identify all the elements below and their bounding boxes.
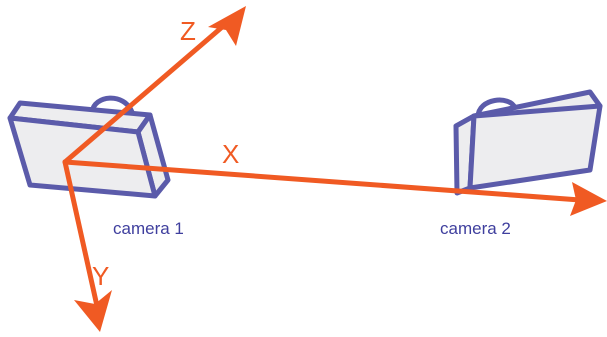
camera-1-front-face (7, 115, 158, 199)
axes: Z X Y (62, 6, 607, 332)
camera-1 (7, 95, 171, 199)
z-axis-line (62, 19, 231, 165)
camera-2 (453, 89, 603, 196)
y-axis-label: Y (92, 261, 109, 291)
camera-2-handle (475, 97, 518, 118)
camera-2-front-face (467, 103, 603, 191)
camera-2-label: camera 2 (440, 219, 511, 238)
y-axis-arrowhead (74, 290, 112, 332)
x-axis-label: X (222, 139, 239, 169)
z-axis-arrowhead (208, 6, 246, 46)
x-axis-arrowhead (570, 182, 607, 216)
x-axis-line (62, 159, 583, 203)
camera-1-label: camera 1 (113, 219, 184, 238)
y-axis-line (62, 159, 100, 309)
z-axis-label: Z (180, 16, 196, 46)
